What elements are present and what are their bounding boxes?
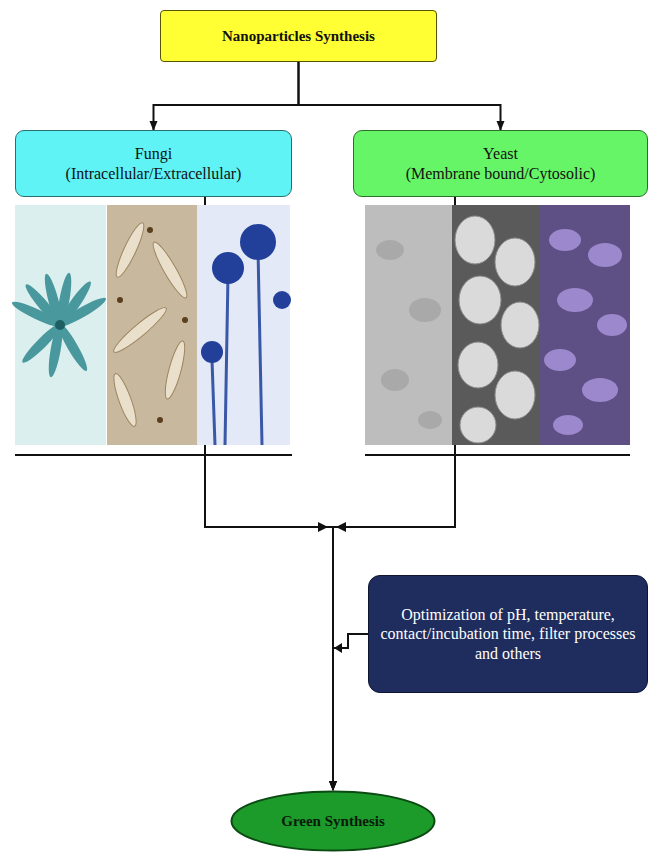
node-label: Optimization of pH, temperature, contact… xyxy=(379,605,637,663)
text-holder: Nanoparticles Synthesis xyxy=(161,11,436,61)
yeast-photo xyxy=(452,205,540,445)
node-label: Yeast xyxy=(483,144,518,163)
flow-arrow xyxy=(154,62,299,130)
node-label: Fungi xyxy=(135,144,172,163)
ellipse-shape xyxy=(232,792,435,851)
photo-bar xyxy=(15,454,292,456)
flow-arrow xyxy=(299,62,501,130)
text-holder: Fungi(Intracellular/Extracellular) xyxy=(16,131,291,196)
node-sublabel: (Intracellular/Extracellular) xyxy=(66,164,242,183)
photo-bar xyxy=(365,454,630,456)
fungi-photo xyxy=(107,205,197,445)
yeast-photo xyxy=(365,205,452,445)
process-box: Fungi(Intracellular/Extracellular) xyxy=(15,130,292,197)
condition-box: Optimization of pH, temperature, contact… xyxy=(368,575,648,693)
flow-arrow xyxy=(333,197,455,790)
title-box: Nanoparticles Synthesis xyxy=(160,10,437,62)
fungi-photo xyxy=(10,205,109,445)
fungi-photo xyxy=(197,205,291,445)
text-holder: Green Synthesis xyxy=(230,790,436,852)
merge-arrowhead xyxy=(336,522,346,532)
process-box: Yeast(Membrane bound/Cytosolic) xyxy=(353,130,648,197)
yeast-photo xyxy=(540,205,630,445)
text-holder: Yeast(Membrane bound/Cytosolic) xyxy=(354,131,647,196)
merge-arrowhead xyxy=(318,522,328,532)
node-sublabel: (Membrane bound/Cytosolic) xyxy=(406,164,596,183)
node-label: Nanoparticles Synthesis xyxy=(222,27,375,45)
node-label: Green Synthesis xyxy=(281,812,384,830)
flow-arrow xyxy=(333,634,368,790)
text-holder: Optimization of pH, temperature, contact… xyxy=(369,576,647,692)
result-ellipse: Green Synthesis xyxy=(230,790,436,852)
merge-arrowhead xyxy=(334,643,342,653)
